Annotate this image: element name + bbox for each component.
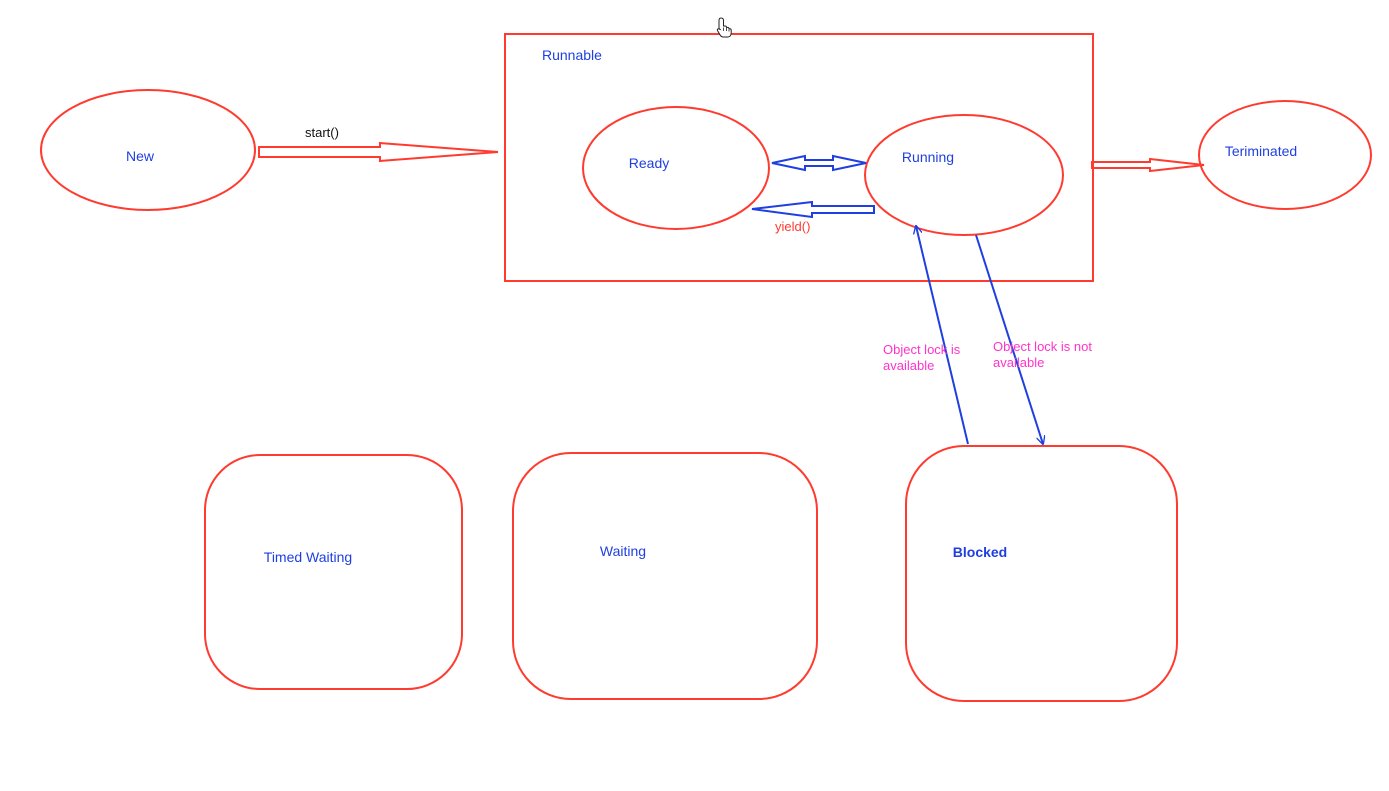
lock-not-available-line1: Object lock is not (993, 339, 1092, 354)
waiting-state-label: Waiting (600, 543, 646, 559)
hand-pointer-icon (716, 17, 732, 38)
timed-waiting-state-label: Timed Waiting (264, 549, 352, 565)
lock-not-available-annotation: Object lock is not available (993, 339, 1096, 370)
timed-waiting-state-node (204, 454, 463, 690)
lock-available-annotation: Object lock is available (883, 342, 964, 373)
terminate-arrow (1091, 157, 1205, 173)
terminated-state-label: Teriminated (1225, 143, 1297, 159)
blocked-state-node (905, 445, 1178, 702)
ready-state-node (582, 106, 770, 230)
lock-available-arrow (916, 226, 969, 445)
yield-label: yield() (775, 219, 810, 234)
lock-not-available-arrow (975, 234, 1043, 444)
running-state-label: Running (902, 149, 954, 165)
lock-available-line2: available (883, 358, 934, 373)
lock-not-available-line2: available (993, 355, 1044, 370)
lock-available-line1: Object lock is (883, 342, 961, 357)
start-arrow (258, 141, 499, 163)
yield-arrow (751, 200, 875, 219)
new-state-label: New (126, 148, 155, 164)
ready-running-double-arrow (771, 154, 867, 172)
runnable-container (504, 33, 1094, 282)
blocked-state-label: Blocked (953, 544, 1007, 560)
running-state-node (864, 114, 1064, 236)
new-state-node (40, 89, 256, 211)
runnable-label: Runnable (542, 47, 602, 63)
ready-state-label: Ready (629, 155, 669, 171)
terminated-state-node (1198, 100, 1372, 210)
waiting-state-node (512, 452, 818, 700)
start-label: start() (305, 125, 339, 140)
